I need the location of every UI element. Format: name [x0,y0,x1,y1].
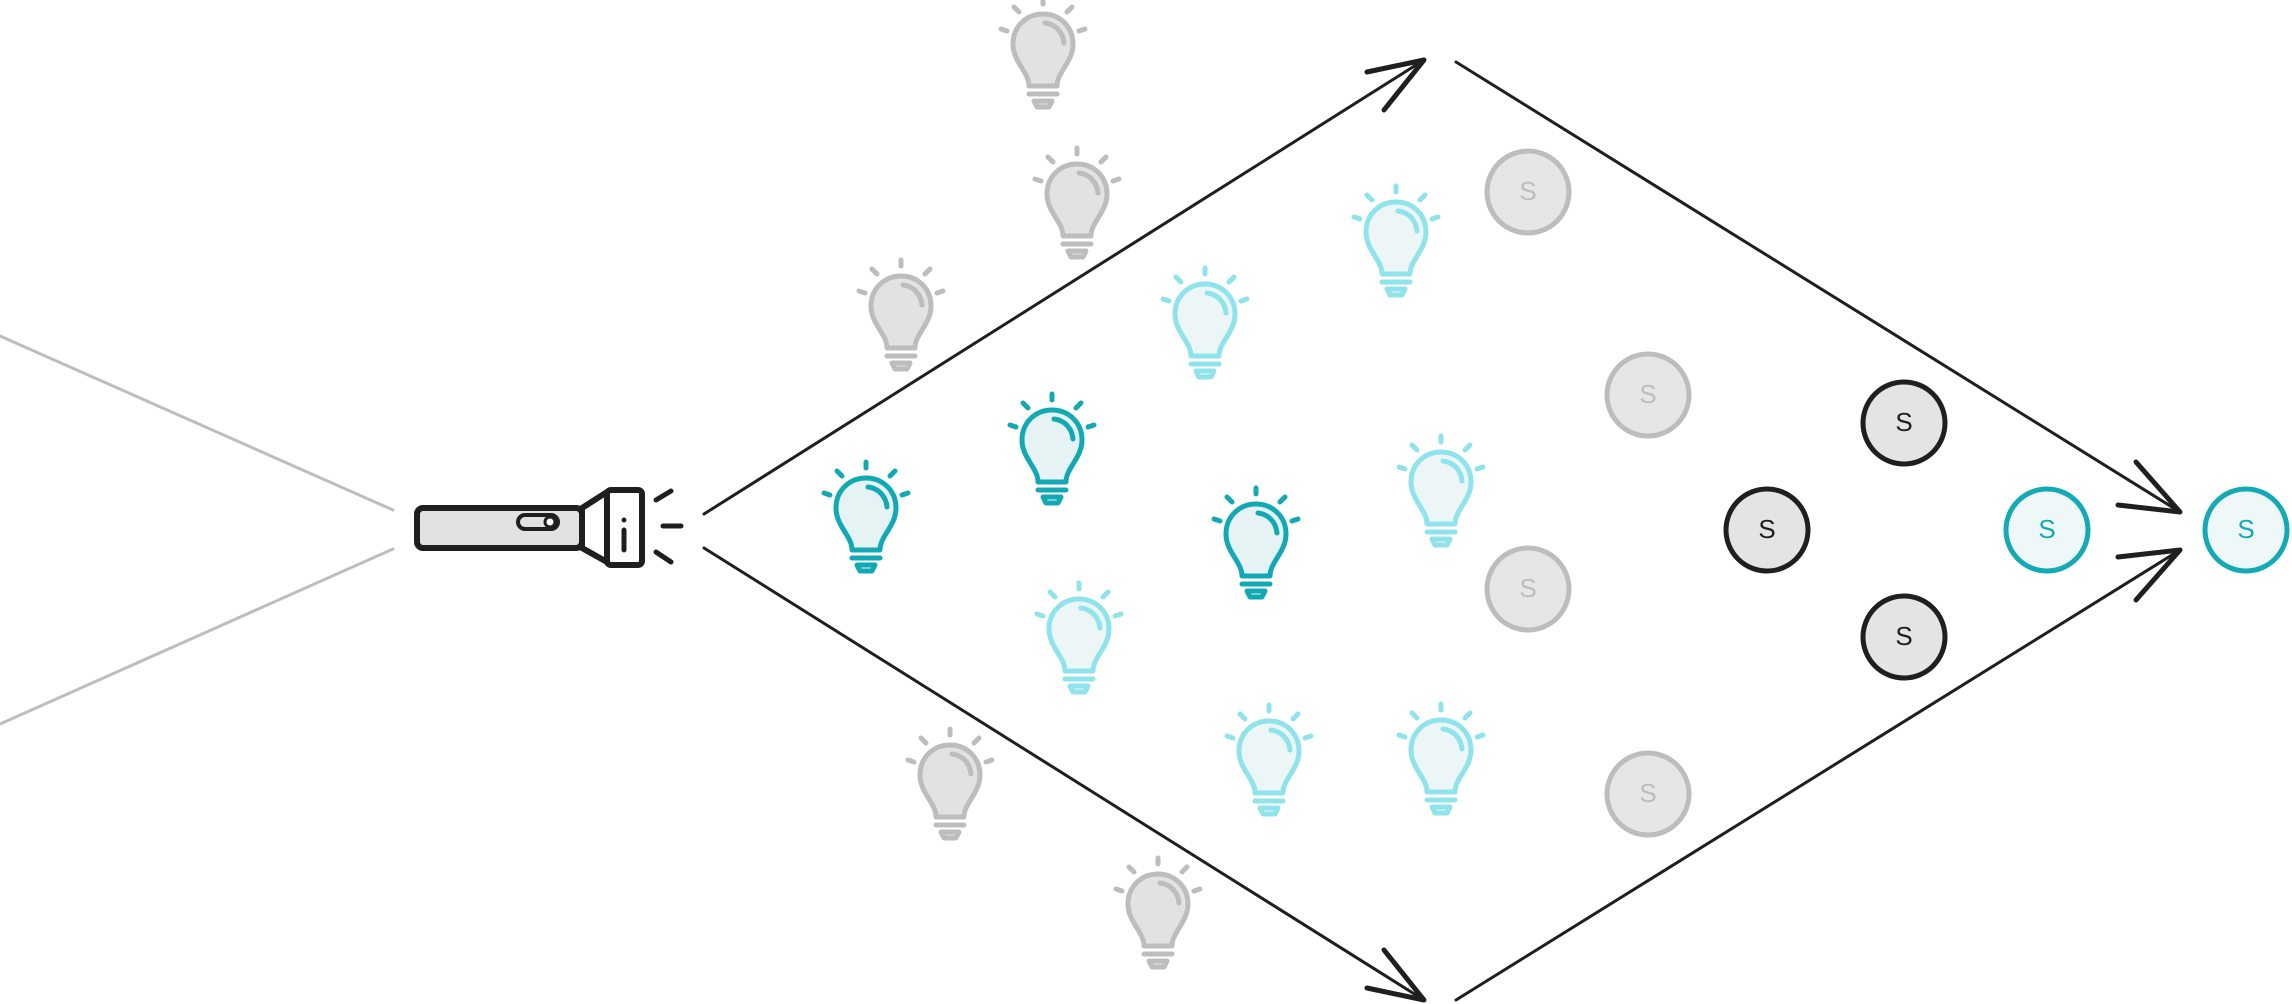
arrow-converge-up [1454,547,2183,1002]
solution-label: S [1639,778,1656,808]
lightbulb-icon [1116,858,1200,967]
lightbulb-icon [1227,705,1311,814]
solution-coin-icon: S [1484,148,1572,236]
idea-bulb-highlight [824,394,1298,597]
solution-coin-faded: S S S S [1484,148,1692,838]
arrow-diverge-down [702,546,1427,1003]
solution-coin-icon: S [1860,593,1948,681]
solution-label: S [1758,514,1775,544]
lightbulb-icon [859,260,943,369]
idea-bulb-light [1037,186,1483,814]
lightbulb-icon [1399,436,1483,545]
solution-coin-icon: S [1484,545,1572,633]
ideas [824,0,1483,967]
flashlight-icon [414,487,684,568]
solution-coin-dark: S S S [1723,379,1948,681]
solutions: S S S S S [1484,148,2290,838]
idea-bulb-faded [859,0,1200,967]
beam-line-bottom [0,547,395,726]
process-arrows [702,57,2183,1003]
solution-coin-icon: S [1604,351,1692,439]
arrow-converge-down [1454,60,2183,515]
lightbulb-icon [1354,186,1438,295]
solution-label: S [1519,176,1536,206]
final-solution-label: S [2237,514,2254,544]
lightbulb-icon [1010,394,1094,503]
solution-label: S [2038,514,2055,544]
lightbulb-icon [1399,704,1483,813]
final-solution-coin: S [2202,486,2290,574]
lightbulb-icon [908,729,992,838]
lightbulb-icon [1214,488,1298,597]
solution-label: S [1639,379,1656,409]
solution-label: S [1519,573,1536,603]
lightbulb-icon [1037,583,1121,692]
lightbulb-icon [1163,268,1247,377]
solution-coin-icon: S [1604,750,1692,838]
solution-coin-teal: S S [2003,486,2290,574]
solution-label: S [1895,621,1912,651]
solution-label: S [1895,407,1912,437]
lightbulb-icon [1035,148,1119,257]
beam-line-top [0,334,395,512]
light-beam [0,334,395,726]
lightbulb-icon [824,462,908,571]
solution-coin-icon: S [1860,379,1948,467]
solution-coin-icon: S [1723,486,1811,574]
arrow-diverge-up [702,57,1427,516]
solution-coin-icon: S [2003,486,2091,574]
lightbulb-icon [1001,0,1085,107]
